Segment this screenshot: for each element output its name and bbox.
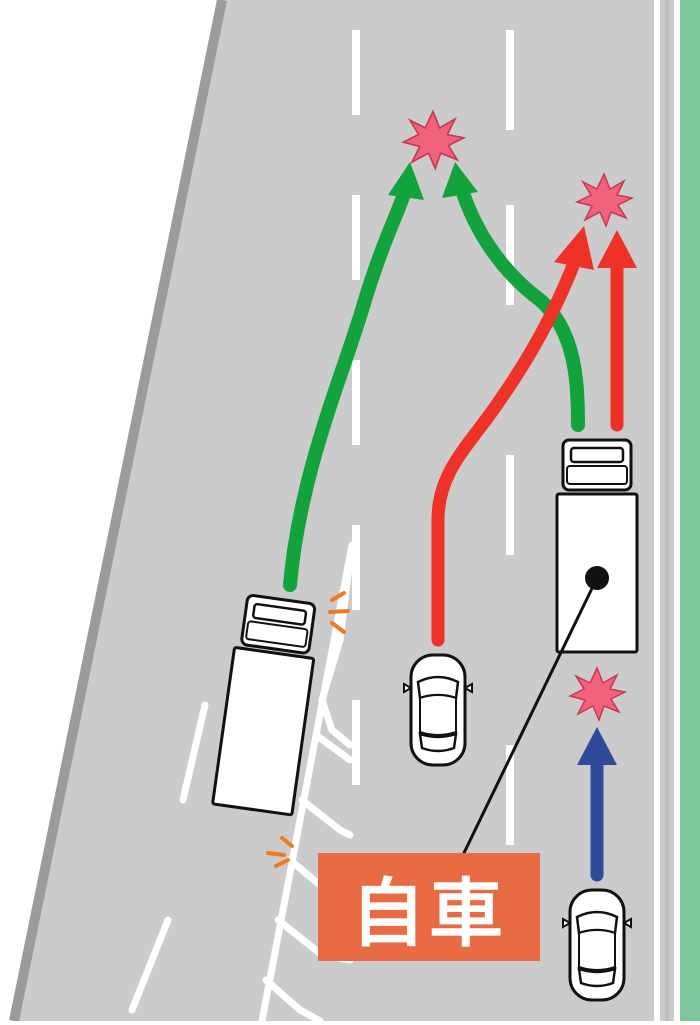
road-left-edge <box>9 0 227 1022</box>
red-arrow-right <box>597 230 637 432</box>
own-vehicle-label: 自車 <box>318 853 540 961</box>
own-truck-icon <box>555 438 639 654</box>
road-shoulder-line <box>665 0 669 1021</box>
lane-line-right <box>506 30 514 845</box>
warning-spark-icon <box>328 591 350 634</box>
green-arrow-right <box>442 162 585 432</box>
warning-spark-icon <box>266 836 294 868</box>
car-icon <box>402 653 474 767</box>
own-vehicle-label-text: 自車 <box>351 870 507 957</box>
label-leader-line <box>461 577 599 856</box>
red-arrow-left <box>431 226 594 647</box>
blue-arrow <box>577 727 617 882</box>
car-icon <box>561 888 633 1002</box>
road-surface <box>14 0 700 1021</box>
green-arrow-left <box>283 162 424 592</box>
road-right-edge-line <box>654 0 660 1021</box>
median-strip <box>680 0 700 1021</box>
